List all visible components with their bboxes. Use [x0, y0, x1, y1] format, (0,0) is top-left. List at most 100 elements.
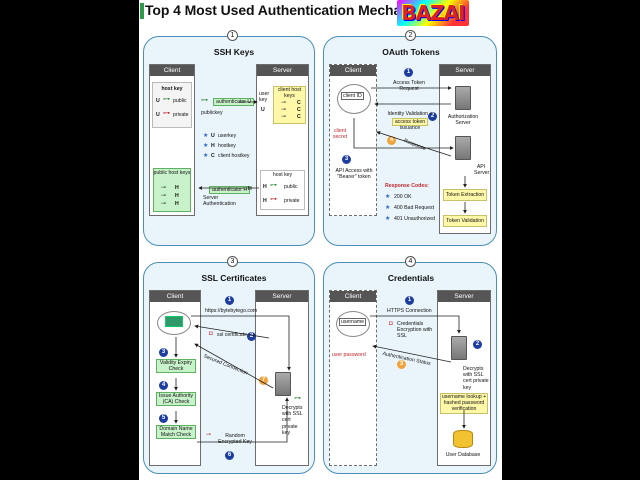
red-key-icon: ⊶ — [270, 196, 277, 203]
diagram-canvas: Top 4 Most Used Authentication Mechanism… — [139, 0, 502, 480]
username-label: username — [339, 318, 367, 327]
client-secret-label: client secret — [332, 128, 348, 141]
token-validation-box: Token Validation — [443, 215, 487, 227]
column-header: Client — [330, 65, 376, 76]
step-badge: 7 — [259, 376, 268, 385]
client-circle — [157, 311, 191, 335]
response-code: 401 Unauthorized — [394, 216, 435, 222]
private-label: private — [284, 198, 300, 204]
server-authentication-label: Server Authentication — [203, 195, 236, 208]
c-label: C — [297, 107, 301, 113]
h-label: H — [263, 198, 267, 204]
certificate-icon: ◘ — [389, 321, 393, 327]
h-label: H — [175, 185, 179, 191]
credentials-encryption-label: Credentials Encryption with SSL — [397, 321, 433, 340]
step-badge: 1 — [405, 296, 414, 305]
step-badge: 3 — [159, 348, 168, 357]
legend-value: client hostkey — [218, 153, 250, 159]
domain-name-box: Domain Name Match Check — [156, 425, 196, 440]
legend-value: hostkey — [218, 143, 236, 149]
key-icon: ⊸ — [281, 100, 287, 106]
database-icon — [453, 430, 473, 448]
step-badge: 2 — [247, 332, 256, 341]
column-header: Server — [257, 65, 308, 76]
server-icon — [275, 372, 291, 396]
green-key-icon: ⊶ — [270, 182, 277, 189]
h-label: H — [263, 184, 267, 190]
c-label: C — [297, 100, 301, 106]
column-header: Client — [330, 291, 376, 302]
identity-validation-label: Identity Validation + — [387, 111, 433, 117]
star-icon: ★ — [385, 194, 391, 200]
step-badge: 2 — [473, 340, 482, 349]
step-badge: 6 — [225, 451, 234, 460]
star-icon: ★ — [385, 205, 391, 211]
public-label: public — [173, 98, 187, 104]
panel-number: 3 — [227, 256, 238, 267]
laptop-icon — [165, 316, 183, 327]
logo-text: BAZAI — [401, 1, 465, 25]
step-badge: 4 — [159, 381, 168, 390]
user-database-label: User Database — [445, 452, 481, 458]
api-access-label: API Access with "Bearer" token — [335, 168, 373, 181]
step-badge: 1 — [225, 296, 234, 305]
step-badge: 1 — [404, 68, 413, 77]
page-title: Top 4 Most Used Authentication Mechanism… — [145, 2, 442, 18]
step-badge: 3 — [342, 155, 351, 164]
column-header: Server — [438, 291, 490, 302]
user-key-label: user key — [259, 91, 270, 104]
server-host-key-label: host key — [272, 172, 293, 178]
legend-key: U — [211, 133, 215, 139]
issue-authority-box: Issue Authority (CA) Check — [156, 392, 196, 407]
authorization-server-icon — [455, 86, 471, 110]
panel-title: OAuth Tokens — [382, 47, 440, 57]
client-circle — [336, 311, 370, 337]
step-badge: 5 — [159, 414, 168, 423]
key-icon: ⊸ — [161, 185, 167, 191]
key-icon: ⊸ — [206, 432, 212, 438]
column-header: Client — [150, 291, 200, 302]
key-icon: ⊸ — [161, 193, 167, 199]
u-label: U — [156, 98, 160, 104]
public-host-keys-label: public host keys — [153, 170, 191, 176]
red-key-icon: ⊶ — [163, 110, 170, 117]
legend-key: H — [211, 143, 215, 149]
private-label: private — [173, 112, 189, 118]
star-icon: ★ — [203, 133, 209, 139]
host-key-label: host key — [161, 86, 183, 92]
green-key-icon: ⊶ — [201, 97, 208, 104]
panel-title: SSH Keys — [213, 47, 255, 57]
response-code: 200 OK — [394, 194, 412, 200]
legend-value: userkey — [218, 133, 237, 139]
response-code: 400 Bad Request — [394, 205, 435, 211]
star-icon: ★ — [203, 143, 209, 149]
key-icon: ⊸ — [281, 114, 287, 120]
authenticator-h-label: authenticator H — [209, 186, 251, 195]
lookup-box: username lookup + hashed password verifi… — [440, 393, 488, 414]
user-password-label: user password — [332, 352, 366, 358]
legend-key: C — [211, 153, 215, 159]
access-token-request-label: Access Token Request — [393, 80, 425, 93]
green-key-icon: ⊶ — [163, 96, 170, 103]
random-key-label: Random Encrypted Key — [218, 433, 252, 446]
response-codes-title: Response Codes: — [385, 183, 429, 189]
c-label: C — [297, 114, 301, 120]
h-label: H — [175, 201, 179, 207]
h-label: H — [175, 193, 179, 199]
u-label: U — [261, 107, 265, 113]
api-server-label: API Server — [474, 164, 490, 177]
column-header: Server — [440, 65, 490, 76]
ssl-certificate-label: ssl certificate — [217, 332, 247, 338]
issuance-label: issuance — [399, 125, 421, 131]
server-icon — [451, 336, 467, 360]
panel-title: SSL Certificates — [201, 273, 267, 283]
api-server-icon — [455, 136, 471, 160]
server-host-key-box — [260, 170, 305, 210]
url-label: https://bytebytego.com — [205, 308, 258, 314]
decrypts-label: Decrypts with SSL cert private key — [463, 366, 489, 391]
certificate-icon: ◘ — [209, 331, 213, 337]
authorization-server-label: Authorization Server — [447, 114, 479, 127]
client-host-key-box — [152, 82, 192, 128]
publickey-label: publickey — [201, 110, 223, 116]
panel-title: Credentials — [387, 273, 435, 283]
